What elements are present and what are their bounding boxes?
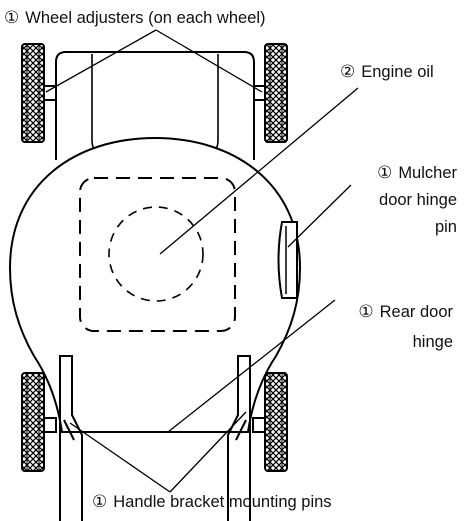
handle-bracket-left: [59, 355, 83, 521]
label-rear-door-hinge: ① Rear door hinge: [358, 297, 453, 357]
label-text-line1: Mulcher: [398, 164, 457, 182]
label-mulcher-door-hinge-pin: ① Mulcher door hinge pin: [377, 160, 457, 241]
label-text: Handle bracket mounting pins: [113, 493, 332, 511]
label-handle-bracket-pins: ① Handle bracket mounting pins: [92, 492, 332, 512]
label-text-line1: Rear door: [379, 303, 453, 321]
callout-number: ①: [377, 163, 393, 183]
mower-deck: [8, 136, 302, 433]
label-wheel-adjusters: ① Wheel adjusters (on each wheel): [4, 8, 266, 28]
front-plate: [55, 51, 255, 160]
mulcher-door-hinge: [277, 221, 298, 299]
callout-number: ①: [358, 302, 374, 322]
wheel-rear-right: [264, 372, 288, 472]
callout-number: ①: [4, 8, 20, 28]
label-text-line2: hinge: [412, 333, 453, 351]
leader-lines: [45, 29, 359, 493]
callout-number: ①: [92, 492, 108, 512]
wheel-front-left: [21, 43, 45, 143]
callout-number: ②: [340, 62, 356, 82]
label-text: Engine oil: [361, 63, 434, 81]
label-engine-oil: ② Engine oil: [340, 62, 434, 82]
label-text-line2: door hinge: [379, 191, 457, 209]
oil-fill-circle-dashed: [108, 206, 204, 302]
handle-bracket-right: [227, 355, 251, 521]
wheel-rear-left: [21, 372, 45, 472]
label-text: Wheel adjusters (on each wheel): [25, 9, 266, 27]
wheel-adjuster-stubs: [43, 85, 266, 433]
label-text-line3: pin: [434, 218, 457, 236]
engine-outline-dashed: [79, 177, 236, 332]
wheel-front-right: [264, 43, 288, 143]
